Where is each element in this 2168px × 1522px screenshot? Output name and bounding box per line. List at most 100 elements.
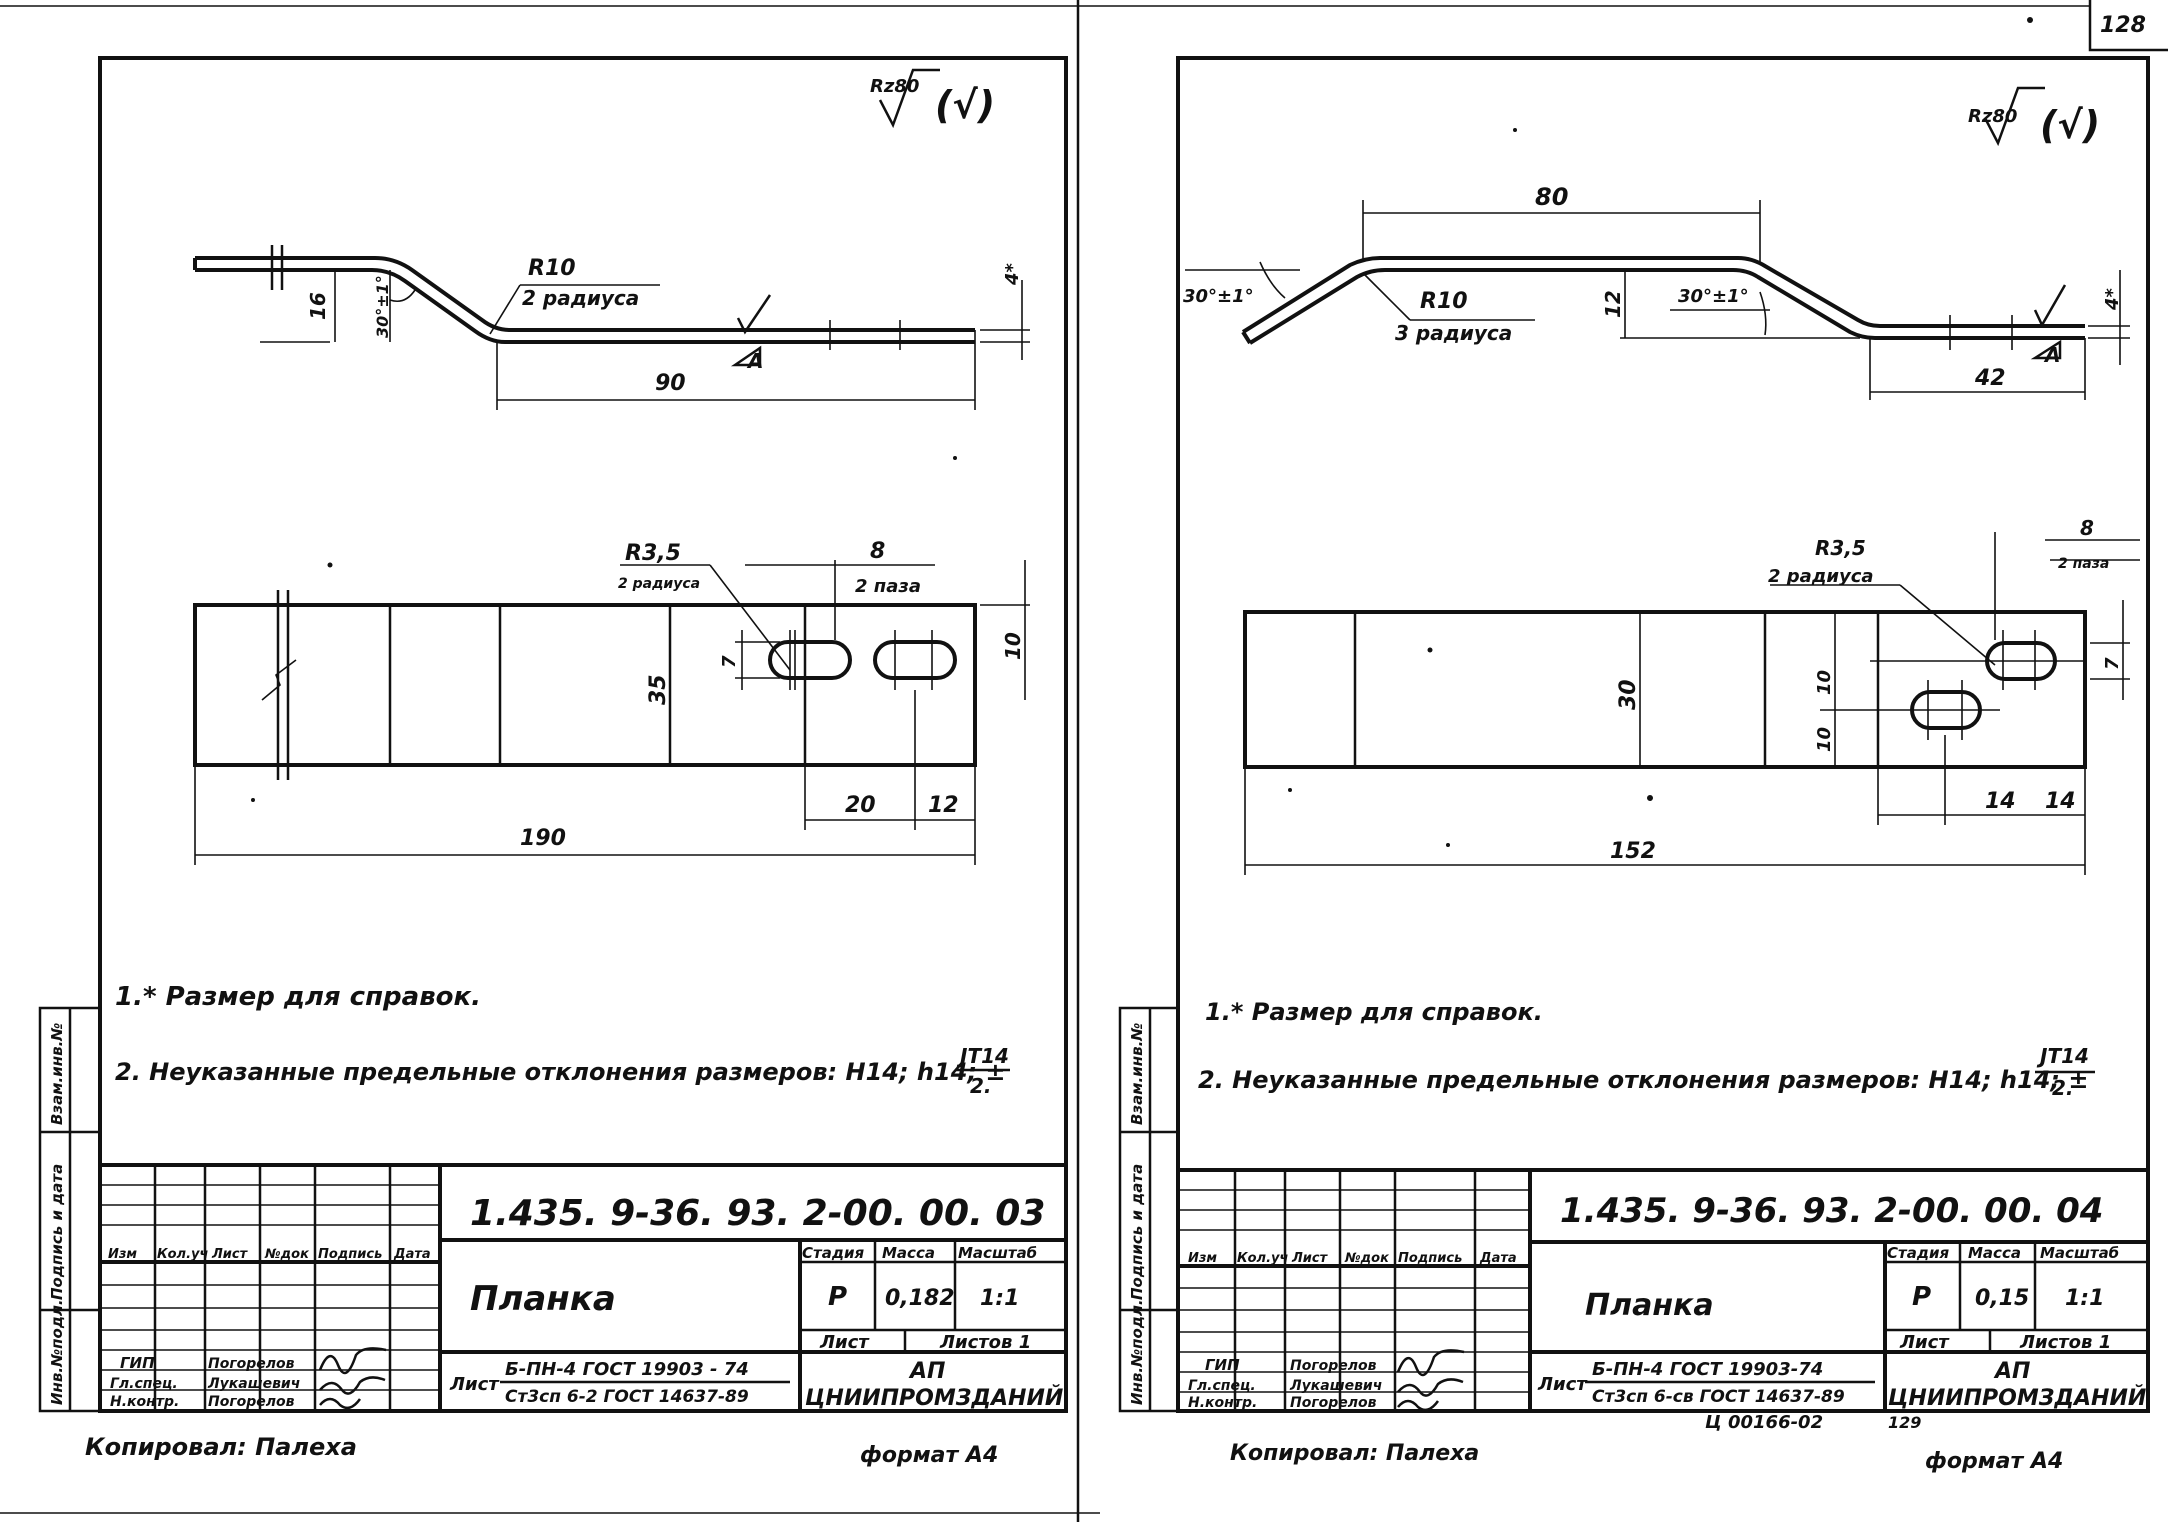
left-material-prefix: Лист <box>449 1374 500 1395</box>
right-side-stamp: Инв.№подл. Подпись и дата Взам.инв.№ <box>1118 1006 1180 1413</box>
right-dim-14a: 14 <box>1985 789 2016 814</box>
left-section-mark: A <box>746 349 763 373</box>
left-role-1: ГИП <box>120 1354 155 1372</box>
left-side-label-1: Инв.№подл. <box>48 1299 66 1405</box>
left-signature-2 <box>319 1376 386 1395</box>
left-side-stamp: Инв.№подл. Подпись и дата Взам.инв.№ <box>38 1006 102 1413</box>
right-col-mass: Масса <box>1968 1244 2021 1262</box>
left-col-stage: Стадия <box>802 1244 864 1262</box>
left-dim-20: 20 <box>845 793 876 818</box>
right-side-view: 80 30°±1° R10 3 радиуса 12 30°±1° A <box>1183 183 2130 400</box>
right-signature-2 <box>1397 1378 1464 1397</box>
left-scale: 1:1 <box>980 1286 1019 1311</box>
left-role-2: Гл.спец. <box>110 1376 178 1392</box>
right-dim-10b: 10 <box>1814 727 1835 752</box>
right-hdr-podp: Подпись <box>1398 1251 1462 1266</box>
left-name-2: Лукашевич <box>207 1376 300 1392</box>
right-hdr-data: Дата <box>1479 1251 1517 1266</box>
left-sheet: Инв.№подл. Подпись и дата Взам.инв.№ Rz8… <box>38 56 1068 1468</box>
right-role-3: Н.контр. <box>1188 1395 1257 1411</box>
left-dim-edge: 10 <box>1001 632 1025 660</box>
right-plan-view: R3,5 2 радиуса 8 2 паза 7 10 10 30 <box>1243 516 2140 875</box>
page-number: 128 <box>2100 13 2146 38</box>
left-dim-thickness: 4* <box>1002 262 1023 286</box>
right-roughness-mark: Rz80 (√) <box>1968 86 2100 147</box>
right-material-prefix: Лист <box>1537 1374 1588 1395</box>
right-sheets-label: Листов 1 <box>2019 1332 2111 1353</box>
right-stage: Р <box>1912 1282 1931 1312</box>
right-dim-14b: 14 <box>2045 789 2076 814</box>
scan-specks <box>251 17 2033 847</box>
left-signature-1 <box>318 1347 387 1375</box>
left-hdr-koluch: Кол.уч <box>157 1247 208 1262</box>
right-archive-num: 129 <box>1888 1413 1921 1432</box>
left-col-scale: Масштаб <box>958 1244 1037 1262</box>
left-side-label-2: Подпись и дата <box>48 1164 66 1300</box>
right-slot-note: 2 паза <box>2058 556 2109 572</box>
right-slot-radius-note: 2 радиуса <box>1768 566 1874 587</box>
left-hdr-podp: Подпись <box>318 1247 382 1262</box>
left-roughness-mark: Rz80 (√) <box>870 68 995 129</box>
left-doc-number: 1.435. 9-36. 93. 2-00. 00. 03 <box>470 1193 1045 1234</box>
right-name-2: Лукашевич <box>1289 1378 1382 1394</box>
right-dim-length: 152 <box>1610 839 1656 864</box>
left-copied-by: Копировал: Палеха <box>85 1433 357 1461</box>
left-title: Планка <box>470 1279 616 1319</box>
left-side-view: 16 30°±1° R10 2 радиуса A 90 4* <box>193 245 1030 410</box>
svg-text:(√): (√) <box>935 83 995 127</box>
left-stage: Р <box>828 1282 847 1312</box>
left-sheets-label: Листов 1 <box>939 1332 1031 1353</box>
right-dim-thickness: 4* <box>2102 287 2123 311</box>
right-material-top: Б-ПН-4 ГОСТ 19903-74 <box>1592 1359 1823 1380</box>
left-role-3: Н.контр. <box>110 1394 179 1410</box>
left-slot-radius: R3,5 <box>625 541 681 566</box>
left-title-block: Изм Кол.уч Лист №док Подпись Дата ГИП Гл… <box>100 1163 1066 1411</box>
left-name-1: Погорелов <box>208 1356 295 1372</box>
right-note-1: 1.* Размер для справок. <box>1205 998 1543 1026</box>
right-role-1: ГИП <box>1205 1356 1240 1374</box>
left-bend-radius-note: 2 радиуса <box>522 286 639 310</box>
right-dim-slot-w: 7 <box>2102 657 2123 670</box>
right-archive: Ц 00166-02 <box>1705 1412 1823 1433</box>
left-dim-slot-w: 7 <box>719 655 740 668</box>
left-bend-radius: R10 <box>528 256 576 281</box>
right-col-scale: Масштаб <box>2040 1244 2119 1262</box>
left-name-3: Погорелов <box>208 1394 295 1410</box>
left-slot-note: 2 паза <box>855 576 921 597</box>
right-doc-number: 1.435. 9-36. 93. 2-00. 00. 04 <box>1560 1191 2103 1231</box>
left-notes: 1.* Размер для справок. 2. Неуказанные п… <box>115 982 1010 1098</box>
left-dim-width: 35 <box>646 674 671 705</box>
right-sheet-label: Лист <box>1899 1332 1950 1353</box>
left-note-2-frac-bottom: 2. <box>970 1074 992 1098</box>
left-hdr-izm: Изм <box>108 1247 137 1262</box>
left-sheet-label: Лист <box>819 1332 870 1353</box>
left-format: формат А4 <box>860 1443 998 1468</box>
right-bend-radius: R10 <box>1420 289 1468 314</box>
right-name-1: Погорелов <box>1290 1358 1377 1374</box>
right-copied-by: Копировал: Палеха <box>1230 1441 1479 1466</box>
right-format: формат А4 <box>1925 1449 2063 1474</box>
left-hdr-data: Дата <box>393 1247 431 1262</box>
left-note-2-frac-top: JT14 <box>956 1044 1009 1068</box>
left-material-top: Б-ПН-4 ГОСТ 19903 - 74 <box>505 1359 749 1380</box>
left-signature-3 <box>319 1397 362 1410</box>
right-note-2-frac-top: JT14 <box>2036 1044 2089 1068</box>
right-note-2-frac-bottom: 2. <box>2052 1076 2074 1100</box>
svg-text:(√): (√) <box>2040 103 2100 147</box>
right-hdr-ndok: №док <box>1344 1251 1390 1266</box>
left-material-bottom: Ст3сп 6-2 ГОСТ 14637-89 <box>505 1387 749 1407</box>
left-side-label-3: Взам.инв.№ <box>48 1023 66 1125</box>
left-dim-length: 190 <box>520 826 566 851</box>
left-dim-angle: 30°±1° <box>373 275 392 338</box>
right-dim-height: 12 <box>1601 290 1625 318</box>
right-title: Планка <box>1585 1288 1714 1323</box>
right-side-label-3: Взам.инв.№ <box>1128 1023 1146 1125</box>
right-slot-len: 8 <box>2080 516 2094 540</box>
right-dim-flat: 42 <box>1974 366 2006 391</box>
right-note-2: 2. Неуказанные предельные отклонения раз… <box>1198 1066 2088 1094</box>
right-signature-1 <box>1396 1349 1465 1377</box>
right-col-stage: Стадия <box>1887 1244 1949 1262</box>
right-role-2: Гл.спец. <box>1188 1378 1256 1394</box>
right-dim-width: 30 <box>1616 679 1641 710</box>
